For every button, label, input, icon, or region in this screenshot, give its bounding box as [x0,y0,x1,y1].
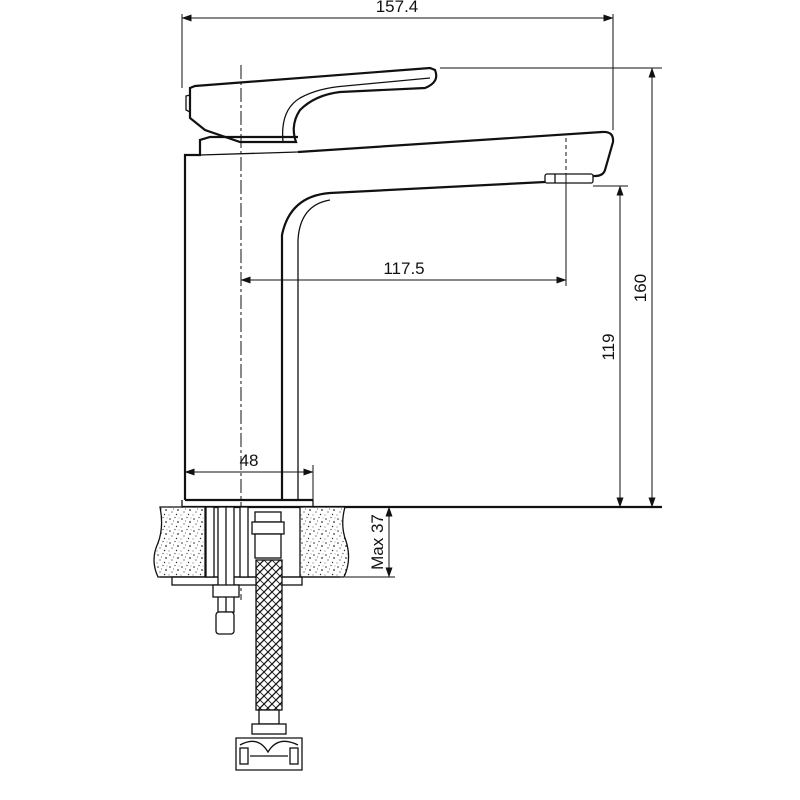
spout-height-label: 119 [599,333,618,360]
body-width-label: 48 [240,451,259,470]
mounting-hardware [160,506,340,635]
countertop-section [153,506,350,578]
dimension-body-width: 48 [184,451,314,500]
max-deck-thickness-label: Max 37 [368,514,387,570]
dimension-total-height: 160 [440,67,662,508]
dimension-spout-reach: 117.5 [240,176,567,286]
flexible-hose [235,511,303,771]
overall-length-label: 157.4 [376,0,419,16]
lever-handle [185,66,438,144]
faucet-body [183,130,615,500]
aerator [544,173,594,184]
dimension-max-deck-thickness: Max 37 [345,506,395,578]
dimension-spout-height: 119 [593,185,628,508]
total-height-label: 160 [631,274,650,302]
base-plate [181,498,662,509]
dimension-overall-length: 157.4 [181,0,614,130]
spout-reach-label: 117.5 [383,259,424,278]
